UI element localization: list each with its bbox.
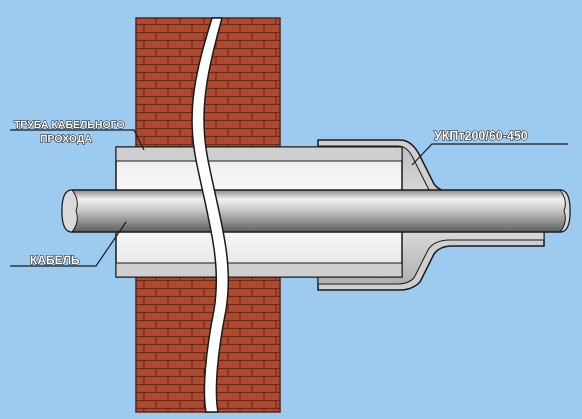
leader-lines xyxy=(10,129,568,267)
break-line xyxy=(191,17,230,413)
sleeve-leader xyxy=(411,143,568,166)
cable xyxy=(61,189,571,233)
cable-label: КАБЕЛЬ xyxy=(30,253,80,267)
pipe-label-line1: ТРУБА КАБЕЛЬНОГО xyxy=(14,119,125,131)
pipe-leader xyxy=(10,129,145,151)
pipe-label-line2: ПРОХОДА xyxy=(40,133,92,145)
sleeve-label: УКПт200/60-450 xyxy=(434,129,528,143)
cable-leader xyxy=(10,221,127,267)
